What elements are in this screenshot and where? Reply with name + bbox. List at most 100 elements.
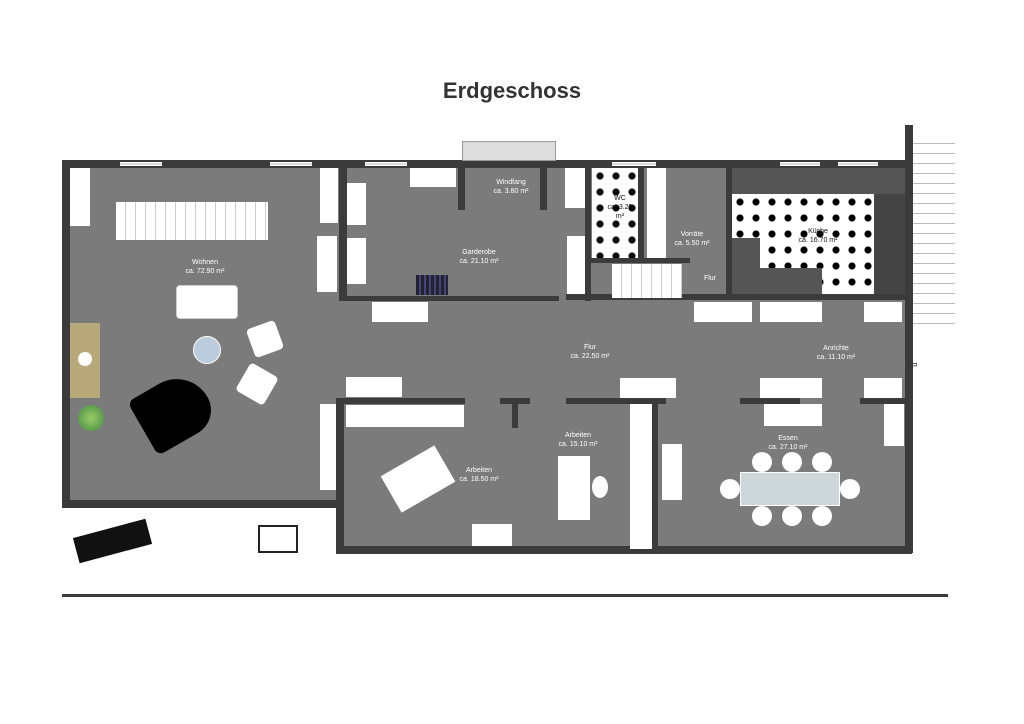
room-label-flur-small: Flur (704, 274, 716, 283)
terrace-edge (62, 594, 948, 597)
stove (874, 194, 905, 294)
room-label-terrasse: Terrasse (209, 546, 236, 555)
wall (336, 398, 344, 553)
wall (740, 398, 800, 404)
room-name: Arbeiten (564, 432, 592, 439)
dining-chair (782, 506, 802, 526)
room-area: ca. 5.50 m² (674, 240, 710, 247)
west-wall (62, 160, 70, 508)
room-label-kueche: Küche ca. 16.70 m² (799, 227, 838, 245)
room-name: WC (614, 195, 626, 202)
dining-chair (840, 479, 860, 499)
wall (566, 398, 666, 404)
room-area: ca. 27.10 m² (768, 444, 808, 451)
dining-chair (752, 506, 772, 526)
cabinet (347, 238, 366, 284)
cabinet (346, 405, 464, 427)
terrace-table (258, 525, 298, 553)
wall (339, 296, 559, 301)
room-area: ca. 15.10 m² (558, 441, 598, 448)
window (365, 162, 407, 166)
wall (585, 166, 591, 301)
south-wall (336, 546, 912, 554)
cabinet (320, 168, 338, 223)
wohnen-south-wall (62, 500, 342, 508)
staircase (116, 202, 268, 240)
cabinet (764, 404, 822, 426)
cabinet (760, 302, 822, 322)
dining-chair (812, 452, 832, 472)
kitchen-island (732, 238, 760, 294)
room-area: ca. 18.50 m² (459, 476, 499, 483)
office-chair (592, 476, 608, 498)
page-title: Erdgeschoss (442, 78, 582, 103)
cabinet (410, 168, 456, 187)
window (838, 162, 878, 166)
lamp (78, 352, 92, 366)
shoe-rack (416, 275, 448, 295)
cabinet (70, 168, 90, 226)
room-area: ca. 22.50 m² (570, 353, 610, 360)
wc-tiles (592, 168, 638, 258)
room-area: ca. 3.80 m² (493, 188, 529, 195)
cabinet (317, 236, 337, 292)
north-wall (62, 160, 912, 168)
kitchen-island (760, 268, 822, 294)
room-name: Flur (703, 275, 717, 282)
dining-chair (812, 506, 832, 526)
dining-chair (720, 479, 740, 499)
cabinet (884, 404, 904, 446)
window (780, 162, 820, 166)
wall (566, 294, 912, 300)
cabinet (567, 236, 585, 294)
cabinet (647, 168, 666, 258)
cabinet (760, 378, 822, 398)
cabinet (347, 183, 366, 225)
terrace-chair (240, 529, 256, 549)
room-label-arbeiten-2: Arbeiten ca. 15.10 m² (559, 431, 598, 449)
entrance-arrow-icon: ⇦ (906, 356, 918, 372)
room-label-wohnen: Wohnen ca. 72.90 m² (186, 258, 225, 276)
cabinet (620, 378, 676, 398)
cabinet (630, 404, 652, 549)
dining-chair (752, 452, 772, 472)
wc-wall (638, 166, 644, 261)
room-name: Flur (583, 344, 597, 351)
room-name: Küche (808, 228, 828, 235)
cabinet (662, 444, 682, 500)
kitchen-counter (732, 168, 905, 194)
dining-chair (782, 452, 802, 472)
cabinet (694, 302, 752, 322)
room-label-vorraete: Vorräte ca. 5.50 m² (674, 230, 709, 248)
room-name: Garderobe (462, 249, 496, 256)
window (270, 162, 312, 166)
window (120, 162, 162, 166)
dining-table (740, 472, 840, 506)
plant (78, 405, 104, 431)
cabinet (565, 168, 585, 208)
room-label-garderobe: Garderobe ca. 21.10 m² (460, 248, 499, 266)
wall (339, 166, 347, 300)
room-name: Wohnen (192, 259, 218, 266)
coffee-table (193, 336, 221, 364)
room-area: ca. 21.10 m² (459, 258, 499, 265)
room-name: Vorräte (680, 231, 704, 238)
cabinet (320, 404, 336, 490)
window (612, 162, 656, 166)
room-name: Terrasse (208, 547, 236, 554)
wall (585, 258, 690, 263)
windfang-wall (540, 166, 547, 210)
room-area: ca. 72.90 m² (185, 268, 225, 275)
room-area: ca. 16.70 m² (798, 237, 838, 244)
windfang-wall (458, 166, 465, 210)
cabinet (864, 378, 902, 398)
room-label-flur: Flur ca. 22.50 m² (571, 343, 610, 361)
terrace-chair (300, 529, 316, 549)
wall (860, 398, 905, 404)
cabinet (372, 302, 428, 322)
